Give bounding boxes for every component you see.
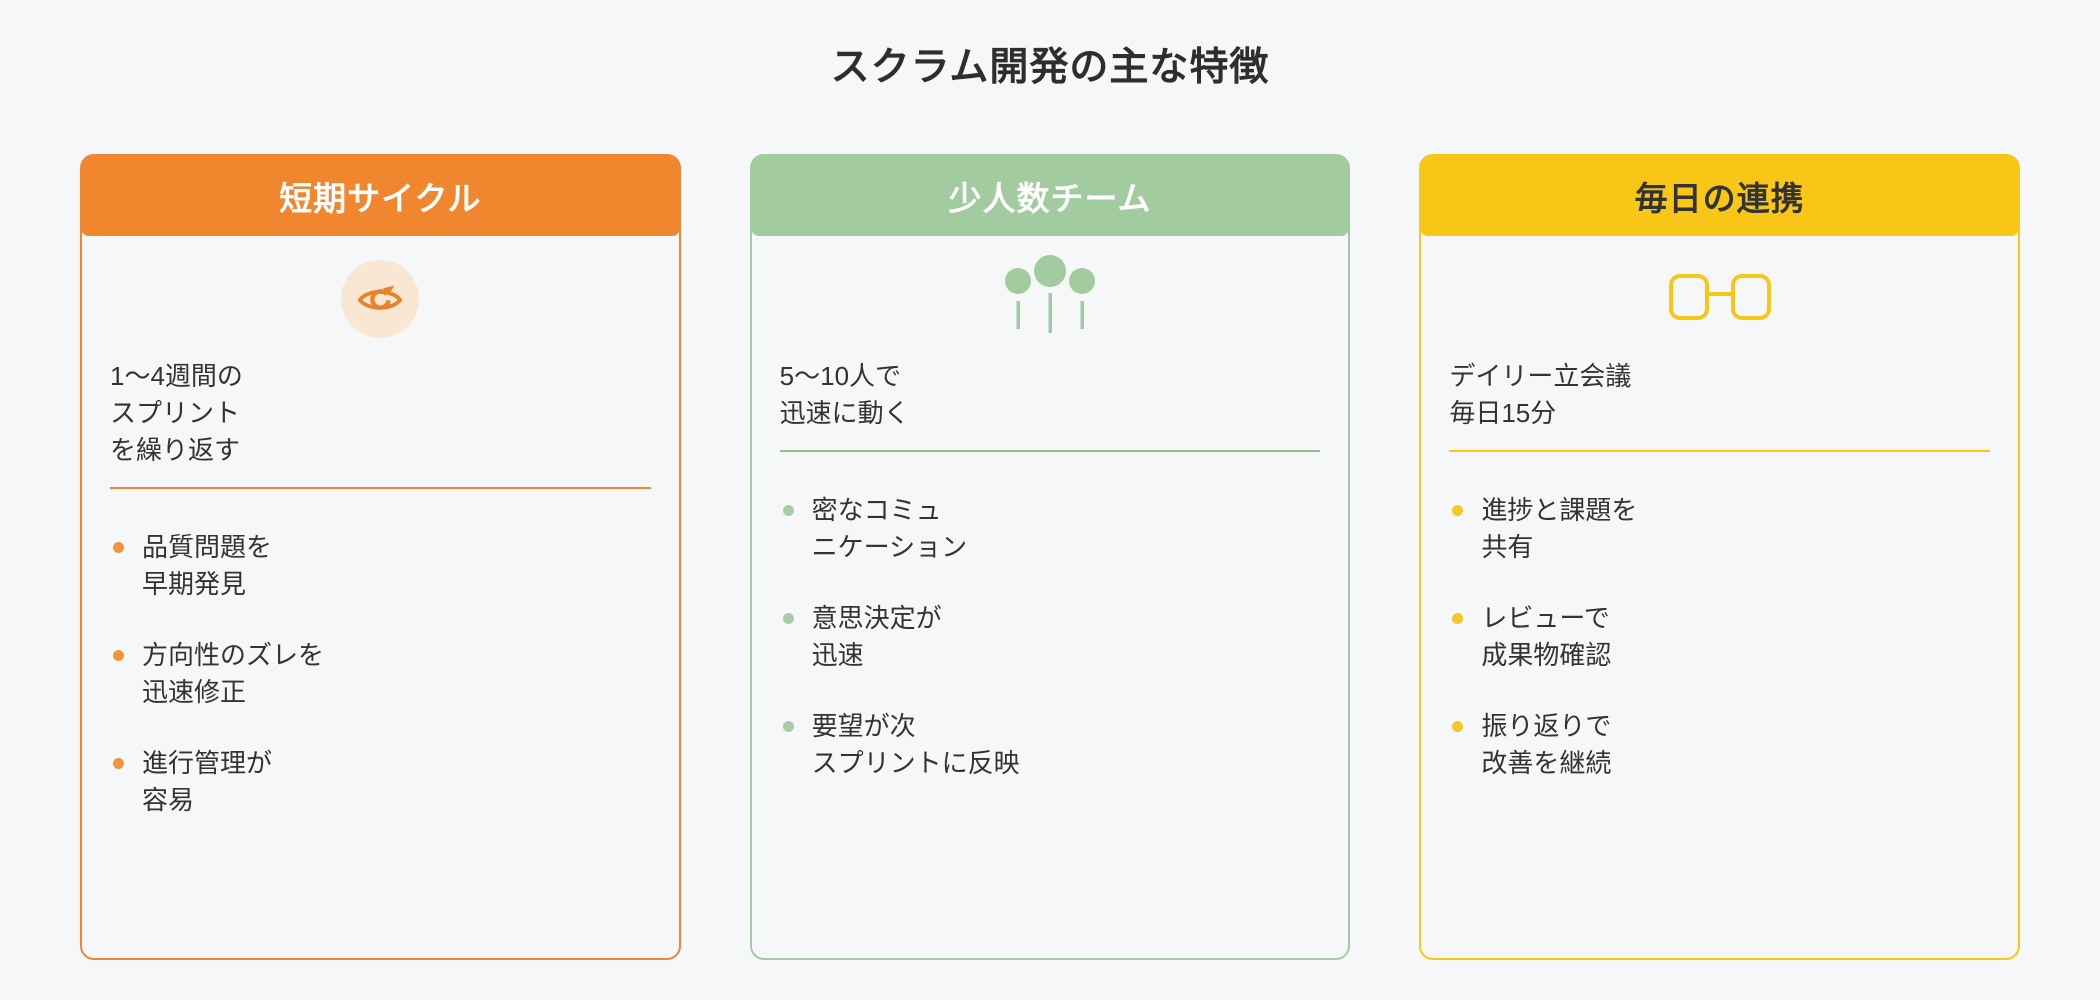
card-header: 少人数チーム	[750, 155, 1350, 236]
icon-wrap	[110, 240, 651, 358]
divider	[779, 450, 1321, 452]
desc-line: を繰り返す	[110, 435, 241, 465]
bullet-line: 共有	[1481, 532, 1534, 562]
icon-wrap	[780, 240, 1321, 358]
icon-circle	[341, 260, 420, 338]
bullet-line: レビューで	[1481, 603, 1610, 633]
bullet-dot	[1452, 505, 1464, 516]
eye-cycle-icon	[357, 274, 403, 325]
bullet-dot	[782, 721, 794, 732]
card-header: 毎日の連携	[1420, 155, 2020, 236]
bullet-dot	[113, 542, 124, 553]
bullet-line: 品質問題を	[142, 532, 273, 562]
bullet-line: 意思決定が	[811, 603, 942, 633]
bullet-item: 方向性のズレを 迅速修正	[110, 637, 651, 711]
card-header: 短期サイクル	[81, 155, 680, 236]
bullet-item: 振り返りで 改善を継続	[1449, 708, 1990, 782]
card-body: 5〜10人で 迅速に動く 密なコミュ ニケーション 意思決定が 迅速	[752, 240, 1349, 782]
bullet-text: 意思決定が 迅速	[812, 600, 942, 674]
bullet-line: 進行管理が	[142, 748, 273, 778]
bullet-line: 容易	[142, 785, 195, 815]
desc-line: 1〜4週間の	[110, 361, 243, 391]
card-title: 少人数チーム	[948, 179, 1152, 217]
card-short-cycle: 短期サイクル 1〜4週間の スプリント を繰り返す	[80, 154, 681, 960]
bullet-line: 密なコミュ	[811, 495, 942, 525]
bullet-text: 密なコミュ ニケーション	[812, 492, 967, 566]
people-icon	[996, 251, 1104, 348]
bullet-dot	[113, 650, 124, 661]
desc-line: スプリント	[110, 398, 241, 428]
bullet-item: レビューで 成果物確認	[1449, 600, 1990, 674]
bullet-text: 方向性のズレを 迅速修正	[142, 637, 324, 711]
desc-line: 5〜10人で	[779, 361, 902, 391]
card-description: 1〜4週間の スプリント を繰り返す	[110, 358, 651, 469]
page-title: スクラム開発の主な特徴	[830, 46, 1270, 89]
bullet-dot	[113, 758, 124, 769]
card-daily-sync: 毎日の連携 デイリー立会議 毎日15分	[1419, 154, 2021, 960]
bullet-text: 進捗と課題を 共有	[1481, 492, 1637, 566]
card-title: 短期サイクル	[279, 179, 482, 217]
bullet-dot	[782, 613, 794, 624]
card-title: 毎日の連携	[1634, 179, 1805, 217]
bullet-item: 要望が次 スプリントに反映	[780, 708, 1321, 782]
bullet-line: スプリントに反映	[811, 748, 1020, 778]
cards-row: 短期サイクル 1〜4週間の スプリント を繰り返す	[0, 154, 2100, 960]
link-nodes-icon	[1668, 273, 1772, 326]
bullet-line: 振り返りで	[1481, 711, 1612, 741]
card-body: 1〜4週間の スプリント を繰り返す 品質問題を 早期発見 方向性のズレを	[82, 240, 679, 819]
desc-line: 迅速に動く	[779, 398, 910, 428]
bullet-text: レビューで 成果物確認	[1481, 600, 1611, 674]
bullet-line: 成果物確認	[1481, 640, 1612, 670]
bullet-item: 進行管理が 容易	[110, 745, 651, 819]
bullet-line: 改善を継続	[1481, 748, 1612, 778]
bullet-line: ニケーション	[811, 532, 968, 562]
bullet-item: 密なコミュ ニケーション	[780, 492, 1321, 566]
bullet-dot	[1452, 721, 1464, 732]
bullet-text: 進行管理が 容易	[142, 745, 272, 819]
bullet-text: 品質問題を 早期発見	[142, 529, 272, 603]
divider	[1449, 450, 1991, 452]
desc-line: デイリー立会議	[1449, 361, 1632, 391]
card-body: デイリー立会議 毎日15分 進捗と課題を 共有 レビューで 成果物確認	[1421, 240, 2018, 782]
bullet-text: 振り返りで 改善を継続	[1481, 708, 1611, 782]
desc-line: 毎日15分	[1449, 398, 1557, 428]
card-description: 5〜10人で 迅速に動く	[780, 358, 1321, 432]
card-description: デイリー立会議 毎日15分	[1449, 358, 1990, 432]
bullet-item: 意思決定が 迅速	[780, 600, 1321, 674]
bullet-line: 進捗と課題を	[1481, 495, 1638, 525]
bullet-text: 要望が次 スプリントに反映	[812, 708, 1020, 782]
bullet-item: 進捗と課題を 共有	[1449, 492, 1990, 566]
bullet-line: 迅速修正	[142, 677, 247, 707]
card-small-team: 少人数チーム 5〜10人で 迅速に動く	[749, 154, 1351, 960]
bullet-dot	[1452, 613, 1464, 624]
icon-wrap	[1449, 240, 1990, 358]
bullet-line: 早期発見	[142, 569, 247, 599]
divider	[110, 487, 651, 489]
bullet-dot	[782, 505, 794, 516]
bullet-list: 密なコミュ ニケーション 意思決定が 迅速 要望が次 スプリントに反映	[780, 492, 1321, 782]
bullet-item: 品質問題を 早期発見	[110, 529, 651, 603]
bullet-line: 方向性のズレを	[142, 640, 325, 670]
bullet-list: 品質問題を 早期発見 方向性のズレを 迅速修正 進行管理が 容易	[110, 529, 651, 819]
bullet-list: 進捗と課題を 共有 レビューで 成果物確認 振り返りで 改善を継続	[1449, 492, 1990, 782]
bullet-line: 迅速	[811, 640, 864, 670]
bullet-line: 要望が次	[811, 711, 916, 741]
